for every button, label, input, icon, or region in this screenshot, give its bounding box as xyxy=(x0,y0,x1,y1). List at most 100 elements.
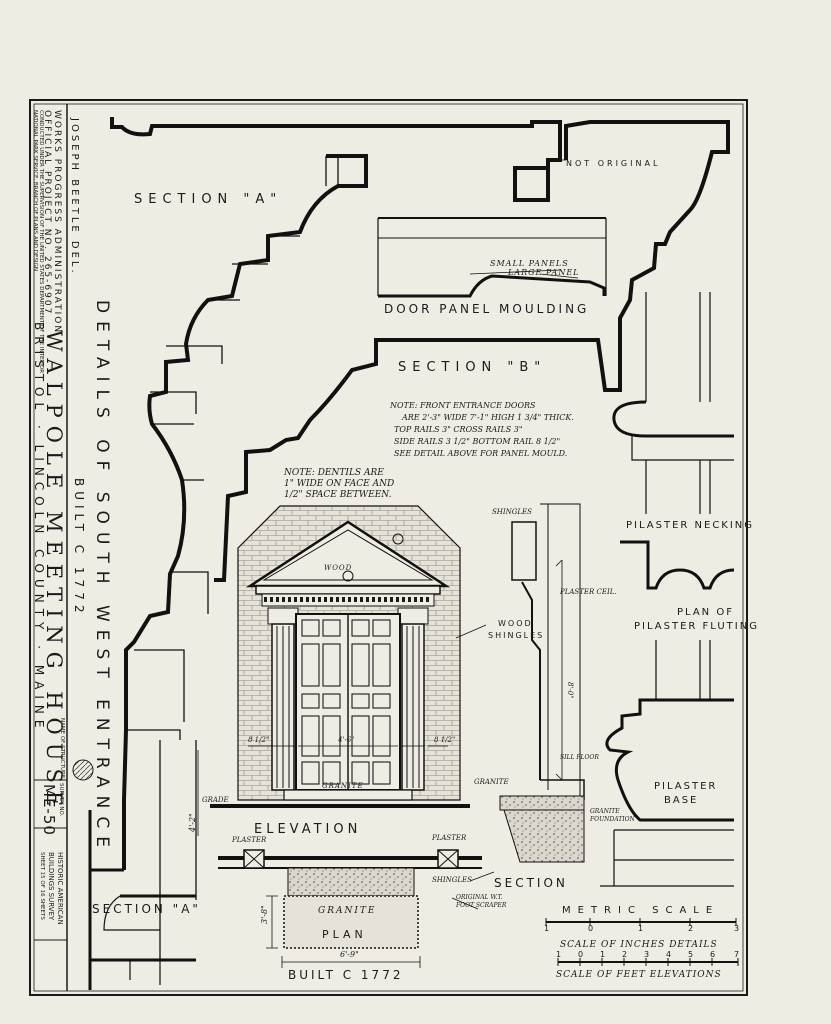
pilaster-fluting-title: PLAN OF PILASTER FLUTING xyxy=(634,606,759,634)
door-panel-moulding-detail xyxy=(377,217,607,298)
door-panel xyxy=(301,693,320,709)
dentil xyxy=(342,597,345,602)
section-a-lower-label: SECTION "A" xyxy=(92,902,201,916)
dentil xyxy=(264,597,267,602)
scale-tick: 4 xyxy=(666,950,672,959)
elevation-drawing xyxy=(210,505,470,808)
section-title: SECTION xyxy=(494,876,568,890)
plaster-ceil-label: PLASTER CEIL. xyxy=(560,588,617,596)
door-panel xyxy=(322,619,341,637)
scale-tick: 7 xyxy=(734,950,740,959)
label-line: PILASTER FLUTING xyxy=(634,621,759,632)
dentil xyxy=(348,597,351,602)
dentil xyxy=(282,597,285,602)
scale-tick: 5 xyxy=(688,950,694,959)
door-panel xyxy=(322,761,341,785)
main-title: DETAILS OF SOUTH WEST ENTRANCE xyxy=(92,300,112,856)
door-panel xyxy=(322,715,341,757)
door-panel xyxy=(301,619,320,637)
door-panel xyxy=(351,619,370,637)
door-panel xyxy=(372,761,391,785)
plan-drawing xyxy=(218,849,482,968)
feet-scale-title: SCALE OF FEET ELEVATIONS xyxy=(556,970,722,980)
dentil xyxy=(312,597,315,602)
door-panel xyxy=(301,761,320,785)
pilaster-base-title: PILASTER BASE xyxy=(654,780,717,808)
shingles-top-label: SHINGLES xyxy=(492,508,532,516)
dentil xyxy=(330,597,333,602)
label-line: FOOT SCRAPER xyxy=(456,902,507,909)
door-panel xyxy=(372,619,391,637)
built-date-label: BUILT C 1772 xyxy=(288,968,404,982)
dentil xyxy=(414,597,417,602)
outer-border xyxy=(29,99,748,996)
dentil xyxy=(366,597,369,602)
small-panels-note: SMALL PANELS xyxy=(490,259,569,268)
door-panel xyxy=(322,643,341,687)
section-a-label: SECTION "A" xyxy=(134,192,283,207)
section-height-dimension: 8'-0" xyxy=(566,682,574,699)
plan-depth-dimension: 3'-8" xyxy=(260,905,269,924)
section-a-left-profile xyxy=(122,154,368,870)
grade-label: GRADE xyxy=(202,796,229,804)
wood-label: WOOD xyxy=(324,564,353,572)
door-panel xyxy=(301,643,320,687)
agency-line-1: WORKS PROGRESS ADMINISTRATION xyxy=(52,110,62,335)
plan-title: PLAN xyxy=(322,928,367,941)
dentil-note: NOTE: DENTILS ARE 1" WIDE ON FACE AND 1/… xyxy=(284,468,394,501)
dentil xyxy=(390,597,393,602)
plaster-left-label: PLASTER xyxy=(232,836,267,844)
sill-floor-label: SILL FLOOR xyxy=(560,754,599,761)
label-line: PILASTER xyxy=(654,781,718,792)
scale-tick: 3 xyxy=(644,950,650,959)
dentil xyxy=(354,597,357,602)
granite-step-label: GRANITE xyxy=(322,782,364,790)
structure-location: BRISTOL · LINCOLN COUNTY · MAINE xyxy=(32,322,46,734)
large-panel-note: LARGE PANEL xyxy=(508,268,580,277)
scale-tick: 6 xyxy=(710,950,716,959)
seal-icon xyxy=(72,759,94,781)
note-line: 1" WIDE ON FACE AND xyxy=(284,479,395,489)
scale-tick: 0 xyxy=(578,950,584,959)
dentil xyxy=(396,597,399,602)
dentil xyxy=(336,597,339,602)
scale-tick: 1 xyxy=(556,950,562,959)
survey-no-label: SURVEY NO. xyxy=(58,783,64,817)
label-line: PLAN OF xyxy=(677,607,734,618)
left-dimension: 4'-2" xyxy=(188,813,197,832)
scale-tick: 0 xyxy=(588,924,594,933)
dentil xyxy=(372,597,375,602)
door-panel xyxy=(301,715,320,757)
agency-line-4: NATIONAL PARK SERVICE, BRANCH OF PLANS A… xyxy=(32,110,38,271)
dentil xyxy=(318,597,321,602)
label-line: WOOD xyxy=(498,619,533,628)
dentil xyxy=(378,597,381,602)
pilaster-right-dimension: 8 1/2" xyxy=(434,736,456,744)
note-line: NOTE: DENTILS ARE xyxy=(284,468,384,478)
wood-shingles-label: WOOD SHINGLES xyxy=(488,618,544,642)
scale-tick: 3 xyxy=(734,924,740,933)
door-width-dimension: 4'-6" xyxy=(338,736,355,744)
habs-line-2: BUILDINGS SURVEY xyxy=(47,852,55,921)
dentil xyxy=(288,597,291,602)
note-line: ARE 2'-3" WIDE 7'-1" HIGH 1 3/4" THICK. xyxy=(402,413,574,422)
granite-plan-label: GRANITE xyxy=(318,906,377,916)
note-line: SIDE RAILS 3 1/2" BOTTOM RAIL 8 1/2" xyxy=(394,437,561,446)
inner-border xyxy=(33,103,744,992)
section-a-profile xyxy=(110,117,730,582)
shingles-plan-label: SHINGLES xyxy=(432,876,472,884)
dentil xyxy=(408,597,411,602)
door-panel xyxy=(372,693,391,709)
dentil xyxy=(360,597,363,602)
section-b-label: SECTION "B" xyxy=(398,360,547,375)
label-line: ORIGINAL W.T. xyxy=(456,894,503,901)
scale-tick: 1 xyxy=(600,950,606,959)
original-wt-label: ORIGINAL W.T. FOOT SCRAPER xyxy=(456,894,506,910)
label-line: FOUNDATION xyxy=(590,816,635,823)
wall-section-drawing xyxy=(499,503,585,863)
note-line: SEE DETAIL ABOVE FOR PANEL MOULD. xyxy=(394,449,568,458)
pilaster-details xyxy=(600,292,735,887)
elevation-title: ELEVATION xyxy=(254,822,362,837)
name-of-structure-label: NAME OF STRUCTURE xyxy=(59,718,65,779)
